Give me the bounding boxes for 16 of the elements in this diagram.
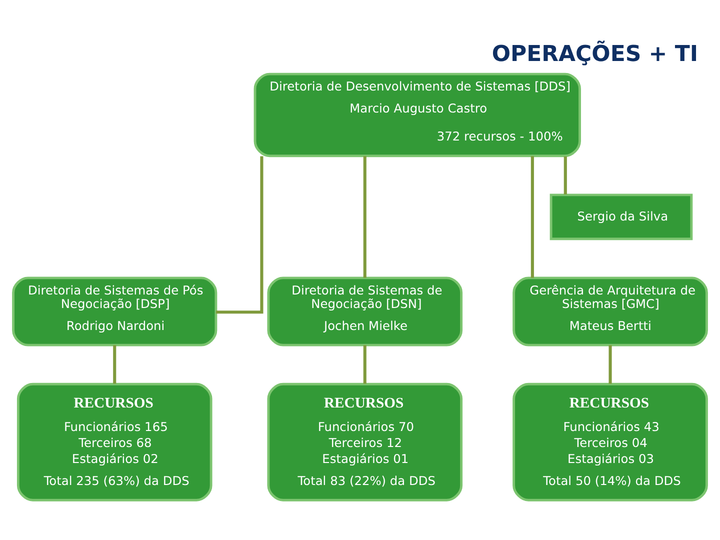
- node-box: Diretoria de Desenvolvimento de Sistemas [DDS] Marcio Augusto Castro 372 recursos - 100%: [254, 72, 581, 158]
- node-box: RECURSOS Funcionários 43 Terceiros 04 Estagiários 03 Total 50 (14%) da DDS: [512, 382, 708, 502]
- connector: [216, 156, 264, 314]
- node-box: Gerência de Arquitetura de Sistemas [GMC] Mateus Bertti: [512, 276, 708, 346]
- node-box: RECURSOS Funcionários 70 Terceiros 12 Estagiários 01 Total 83 (22%) da DDS: [267, 382, 463, 502]
- connector: [363, 156, 366, 278]
- connector: [530, 156, 534, 278]
- node-box: RECURSOS Funcionários 165 Terceiros 68 Estagiários 02 Total 235 (63%) da DDS: [16, 382, 212, 502]
- node-box: Sergio da Silva: [550, 194, 693, 240]
- diagram-title: OPERAÇÕES + TI: [492, 42, 698, 68]
- connector: [363, 345, 366, 384]
- connector: [113, 345, 116, 384]
- node-box: Diretoria de Sistemas de Pós Negociação [DSP] Rodrigo Nardoni: [12, 276, 218, 346]
- connector: [608, 345, 612, 384]
- connector: [564, 156, 567, 194]
- node-box: Diretoria de Sistemas de Negociação [DSN] Jochen Mielke: [267, 276, 463, 346]
